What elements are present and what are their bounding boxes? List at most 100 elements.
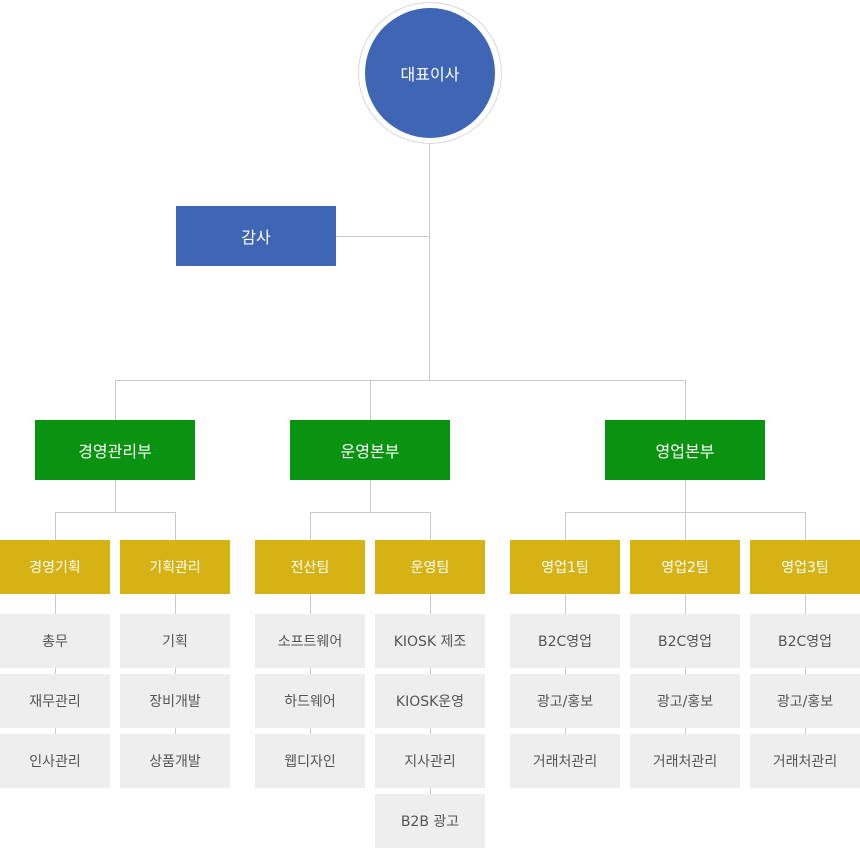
connector-line xyxy=(115,380,116,420)
audit-node: 감사 xyxy=(176,206,336,266)
task-label: KIOSK 제조 xyxy=(393,634,467,650)
task-node: 총무 xyxy=(0,614,110,668)
task-node: 웹디자인 xyxy=(255,734,365,788)
task-label: 소프트웨어 xyxy=(277,634,343,650)
task-label: B2C영업 xyxy=(657,634,713,650)
task-node: 장비개발 xyxy=(120,674,230,728)
task-label: 인사관리 xyxy=(29,754,81,770)
connector-line xyxy=(805,594,806,614)
team-label: 기획관리 xyxy=(149,560,201,576)
team-node: 기획관리 xyxy=(120,540,230,594)
task-label: 거래처관리 xyxy=(652,754,718,770)
task-label: 광고/홍보 xyxy=(776,694,834,710)
team-node: 경영기획 xyxy=(0,540,110,594)
connector-line xyxy=(370,380,371,420)
connector-line xyxy=(55,668,56,674)
task-label: 거래처관리 xyxy=(772,754,838,770)
task-label: B2B 광고 xyxy=(400,814,460,830)
connector-line xyxy=(565,668,566,674)
task-label: 상품개발 xyxy=(149,754,201,770)
connector-line xyxy=(685,480,686,512)
task-label: 장비개발 xyxy=(149,694,201,710)
connector-line xyxy=(115,380,686,381)
connector-line xyxy=(805,512,806,540)
department-label: 경영관리부 xyxy=(78,442,152,461)
connector-line xyxy=(430,512,431,540)
task-label: 웹디자인 xyxy=(284,754,336,770)
team-label: 영업2팀 xyxy=(661,560,709,576)
connector-line xyxy=(55,512,176,513)
task-label: 지사관리 xyxy=(404,754,456,770)
team-label: 영업1팀 xyxy=(541,560,589,576)
department-operations: 운영본부 xyxy=(290,420,450,480)
department-label: 영업본부 xyxy=(655,442,715,461)
department-sales: 영업본부 xyxy=(605,420,765,480)
task-label: 총무 xyxy=(42,634,68,650)
connector-line xyxy=(310,728,311,734)
task-label: 하드웨어 xyxy=(284,694,336,710)
task-label: 광고/홍보 xyxy=(536,694,594,710)
task-label: 기획 xyxy=(162,634,188,650)
task-node: B2C영업 xyxy=(750,614,860,668)
task-node: 하드웨어 xyxy=(255,674,365,728)
connector-line xyxy=(336,236,429,237)
connector-line xyxy=(310,668,311,674)
task-label: 광고/홍보 xyxy=(656,694,714,710)
connector-line xyxy=(565,512,566,540)
connector-line xyxy=(430,594,431,614)
task-node: 광고/홍보 xyxy=(630,674,740,728)
task-node: 인사관리 xyxy=(0,734,110,788)
ceo-node: 대표이사 xyxy=(365,8,495,138)
team-node: 영업2팀 xyxy=(630,540,740,594)
task-node: 광고/홍보 xyxy=(750,674,860,728)
task-node: 거래처관리 xyxy=(750,734,860,788)
connector-line xyxy=(115,480,116,512)
audit-label: 감사 xyxy=(241,228,271,247)
connector-line xyxy=(55,594,56,614)
connector-line xyxy=(310,594,311,614)
task-node: 지사관리 xyxy=(375,734,485,788)
connector-line xyxy=(685,594,686,614)
task-node: 재무관리 xyxy=(0,674,110,728)
team-node: 영업1팀 xyxy=(510,540,620,594)
task-node: B2B 광고 xyxy=(375,794,485,848)
team-node: 영업3팀 xyxy=(750,540,860,594)
task-node: 기획 xyxy=(120,614,230,668)
task-label: B2C영업 xyxy=(777,634,833,650)
task-label: 거래처관리 xyxy=(532,754,598,770)
connector-line xyxy=(175,512,176,540)
connector-line xyxy=(805,668,806,674)
task-node: 광고/홍보 xyxy=(510,674,620,728)
connector-line xyxy=(685,668,686,674)
team-node: 운영팀 xyxy=(375,540,485,594)
department-label: 운영본부 xyxy=(340,442,400,461)
connector-line xyxy=(805,728,806,734)
connector-line xyxy=(565,728,566,734)
task-node: KIOSK 제조 xyxy=(375,614,485,668)
connector-line xyxy=(175,728,176,734)
team-node: 전산팀 xyxy=(255,540,365,594)
connector-line xyxy=(175,668,176,674)
ceo-label: 대표이사 xyxy=(400,65,460,84)
task-label: KIOSK운영 xyxy=(395,694,465,710)
task-node: 소프트웨어 xyxy=(255,614,365,668)
connector-line xyxy=(310,512,311,540)
connector-line xyxy=(565,594,566,614)
connector-line xyxy=(430,788,431,794)
connector-line xyxy=(430,728,431,734)
team-label: 운영팀 xyxy=(410,560,450,576)
task-node: B2C영업 xyxy=(630,614,740,668)
connector-line xyxy=(685,380,686,420)
connector-line xyxy=(429,144,430,380)
connector-line xyxy=(175,594,176,614)
task-label: 재무관리 xyxy=(29,694,81,710)
connector-line xyxy=(685,512,686,540)
task-node: KIOSK운영 xyxy=(375,674,485,728)
connector-line xyxy=(310,512,431,513)
task-label: B2C영업 xyxy=(537,634,593,650)
task-node: 거래처관리 xyxy=(630,734,740,788)
task-node: 거래처관리 xyxy=(510,734,620,788)
team-label: 영업3팀 xyxy=(781,560,829,576)
connector-line xyxy=(370,480,371,512)
task-node: 상품개발 xyxy=(120,734,230,788)
